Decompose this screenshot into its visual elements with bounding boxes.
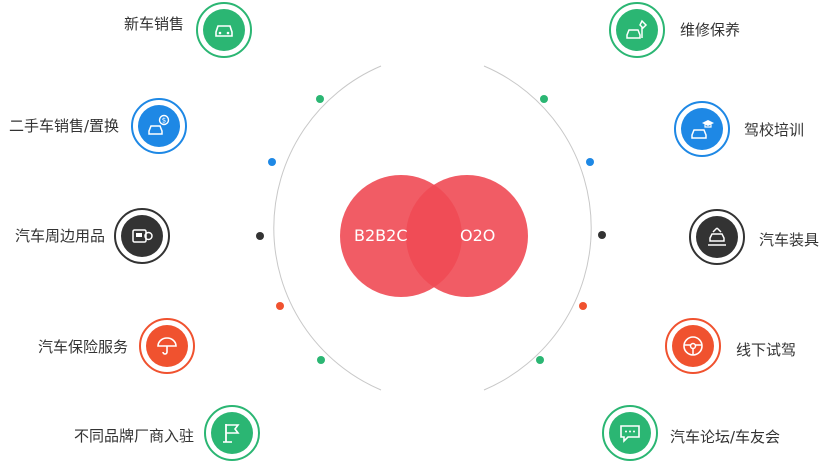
- right-item-5-icon-ring: [602, 405, 658, 461]
- right-dot-4: [579, 302, 587, 310]
- right-item-3-label: 汽车装具: [759, 231, 820, 249]
- accessories-icon: [132, 229, 153, 243]
- svg-text:$: $: [162, 117, 166, 125]
- umbrella-icon: [157, 337, 177, 355]
- left-dot-4: [276, 302, 284, 310]
- right-arc: [483, 65, 592, 391]
- left-item-2-icon-ring: $: [131, 98, 187, 154]
- right-dot-2: [586, 158, 594, 166]
- left-dot-5: [317, 356, 325, 364]
- right-item-1-icon-ring: [609, 2, 665, 58]
- left-item-2-label: 二手车销售/置换: [8, 117, 119, 135]
- steering-wheel-icon: [683, 336, 703, 356]
- right-dot-1: [540, 95, 548, 103]
- left-item-4-label: 汽车保险服务: [37, 338, 128, 356]
- left-dot-2: [268, 158, 276, 166]
- left-arc: [273, 65, 382, 391]
- left-item-4-icon-ring: [139, 318, 195, 374]
- left-item-1-icon-ring: [196, 2, 252, 58]
- right-item-2-label: 驾校培训: [744, 121, 805, 139]
- car-repair-icon: [626, 19, 648, 39]
- right-dot-5: [536, 356, 544, 364]
- right-item-3-icon-ring: [689, 209, 745, 265]
- right-dot-3: [598, 231, 606, 239]
- left-dot-3: [256, 232, 264, 240]
- left-item-1-label: 新车销售: [123, 15, 184, 33]
- right-item-1-label: 维修保养: [680, 21, 741, 39]
- graduation-car-icon: [691, 120, 714, 139]
- car-dollar-icon: $: [148, 114, 170, 135]
- right-item-2-icon-ring: [674, 101, 730, 157]
- b2b2c-label: B2B2C: [354, 226, 408, 245]
- right-item-4-icon-ring: [665, 318, 721, 374]
- left-item-3-label: 汽车周边用品: [14, 227, 105, 245]
- right-item-5-label: 汽车论坛/车友会: [670, 428, 781, 446]
- car-icon: [215, 25, 233, 37]
- car-lift-icon: [708, 227, 726, 246]
- left-item-3-icon-ring: [114, 208, 170, 264]
- left-dot-1: [316, 95, 324, 103]
- left-item-5-icon-ring: [204, 405, 260, 461]
- o2o-circle: [406, 175, 528, 297]
- flag-icon: [223, 424, 240, 443]
- chat-icon: [620, 425, 640, 443]
- left-item-5-label: 不同品牌厂商入驻: [73, 427, 194, 445]
- o2o-label: O2O: [460, 226, 496, 245]
- right-item-4-label: 线下试驾: [736, 341, 797, 359]
